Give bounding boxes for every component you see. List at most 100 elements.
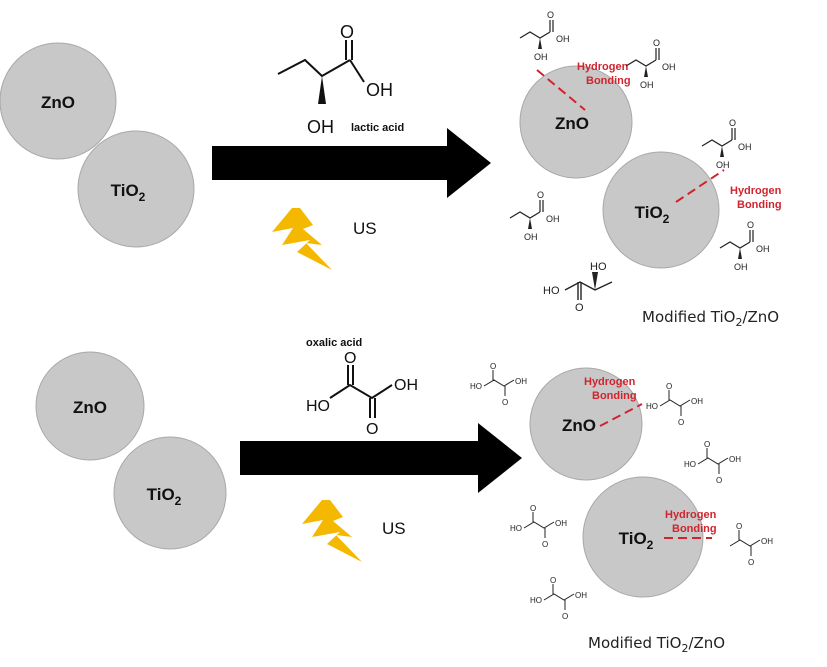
process-arrow: [240, 423, 522, 493]
svg-text:OH: OH: [515, 377, 527, 386]
svg-text:O: O: [550, 576, 556, 585]
lactic-acid-molecule: HO HO O: [543, 261, 613, 314]
product-zno-label: ZnO: [562, 416, 596, 435]
svg-text:OH: OH: [394, 377, 418, 394]
svg-text:OH: OH: [729, 455, 741, 464]
svg-text:O: O: [537, 190, 544, 200]
svg-text:HO: HO: [590, 261, 607, 273]
svg-text:O: O: [704, 440, 710, 449]
svg-text:O: O: [736, 522, 742, 531]
oxalic-acid-molecule: HO OH O O: [510, 504, 567, 549]
carbonyl-o: O: [340, 22, 354, 42]
svg-text:OH: OH: [524, 232, 538, 242]
product-zno-particle: [529, 367, 643, 481]
hbond-label-line1: Hydrogen: [584, 376, 636, 388]
svg-text:O: O: [716, 476, 722, 485]
zno-label: ZnO: [41, 93, 75, 112]
svg-text:OH: OH: [546, 214, 560, 224]
alpha-oh: OH: [307, 117, 334, 137]
svg-text:HO: HO: [470, 382, 482, 391]
hbond-label-line1: Hydrogen: [665, 509, 717, 521]
product-zno-particle: [519, 65, 633, 179]
hydrogen-bond-line: [536, 69, 586, 111]
svg-text:O: O: [547, 10, 554, 20]
hbond-label-line2: Bonding: [592, 390, 637, 402]
svg-text:HO: HO: [530, 596, 542, 605]
svg-text:O: O: [678, 418, 684, 427]
svg-text:OH: OH: [662, 62, 676, 72]
svg-text:OH: OH: [555, 519, 567, 528]
product-tio2-label: TiO2: [619, 529, 654, 552]
zno-particle: [35, 351, 145, 461]
product-zno-label: ZnO: [555, 114, 589, 133]
lactic-acid-molecule: OH O OH: [509, 190, 560, 242]
svg-text:OH: OH: [756, 244, 770, 254]
oxalic-acid-molecule: HO OH O O: [646, 382, 703, 427]
tio2-label: TiO2: [147, 485, 182, 508]
product-tio2-particle: [602, 151, 720, 269]
svg-text:O: O: [729, 118, 736, 128]
oxalic-acid-molecule: HO OH O O: [684, 440, 741, 485]
top-panel: ZnO TiO2 O OH OH lactic acid US ZnO TiO2…: [0, 10, 782, 329]
hbond-label-line2: Bonding: [672, 523, 717, 535]
tio2-label: TiO2: [111, 181, 146, 204]
lactic-acid-molecule: OH O OH: [625, 38, 676, 90]
zno-label: ZnO: [73, 398, 107, 417]
svg-text:HO: HO: [543, 285, 560, 297]
svg-text:O: O: [653, 38, 660, 48]
product-tio2-label: TiO2: [635, 203, 670, 226]
tio2-particle: [77, 130, 195, 248]
svg-text:O: O: [542, 540, 548, 549]
tio2-particle: [113, 436, 227, 550]
svg-text:O: O: [562, 612, 568, 621]
lightning-icon: [272, 208, 332, 270]
svg-text:OH: OH: [738, 142, 752, 152]
svg-text:HO: HO: [306, 398, 330, 415]
svg-text:OH: OH: [556, 34, 570, 44]
reagent-label: lactic acid: [351, 122, 404, 134]
svg-text:HO: HO: [510, 524, 522, 533]
reagent-label: oxalic acid: [306, 337, 362, 349]
energy-label: US: [382, 519, 406, 538]
hbond-label-line1: Hydrogen: [730, 185, 782, 197]
svg-text:OH: OH: [640, 80, 654, 90]
oxalic-acid-molecule: OH O O: [729, 522, 773, 567]
hbond-label-line2: Bonding: [737, 199, 782, 211]
svg-text:OH: OH: [534, 52, 548, 62]
hbond-label-line1: Hydrogen: [577, 61, 629, 73]
svg-text:OH: OH: [761, 537, 773, 546]
oxalic-acid-molecule: HO OH O O: [530, 576, 587, 621]
svg-text:OH: OH: [716, 160, 730, 170]
oxalic-acid-molecule: HO OH O O: [470, 362, 527, 407]
hydrogen-bond-line: [675, 169, 725, 203]
lactic-acid-molecule: OH O OH: [519, 10, 570, 62]
lactic-acid-molecule: OH O OH: [701, 118, 752, 170]
lactic-acid-structure: O OH OH: [277, 22, 393, 137]
oxalic-acid-structure: O OH HO O: [306, 350, 418, 438]
hbond-label-line2: Bonding: [586, 75, 631, 87]
svg-text:OH: OH: [734, 262, 748, 272]
product-caption: Modified TiO2/ZnO: [588, 634, 725, 655]
svg-text:HO: HO: [646, 402, 658, 411]
product-caption: Modified TiO2/ZnO: [642, 308, 779, 329]
svg-text:O: O: [366, 421, 378, 438]
svg-text:O: O: [530, 504, 536, 513]
lactic-acid-molecule: OH O OH: [719, 220, 770, 272]
process-arrow: [212, 128, 491, 198]
lightning-icon: [302, 500, 362, 562]
bottom-panel: ZnO TiO2 oxalic acid O OH HO O US ZnO Ti…: [35, 337, 773, 655]
svg-text:O: O: [748, 558, 754, 567]
svg-text:OH: OH: [691, 397, 703, 406]
acid-oh: OH: [366, 80, 393, 100]
energy-label: US: [353, 219, 377, 238]
svg-text:OH: OH: [575, 591, 587, 600]
svg-text:O: O: [490, 362, 496, 371]
svg-text:O: O: [666, 382, 672, 391]
hydrogen-bond-line: [599, 403, 643, 427]
svg-text:O: O: [575, 302, 584, 314]
zno-particle: [0, 42, 117, 160]
svg-text:O: O: [747, 220, 754, 230]
svg-text:O: O: [344, 350, 356, 367]
